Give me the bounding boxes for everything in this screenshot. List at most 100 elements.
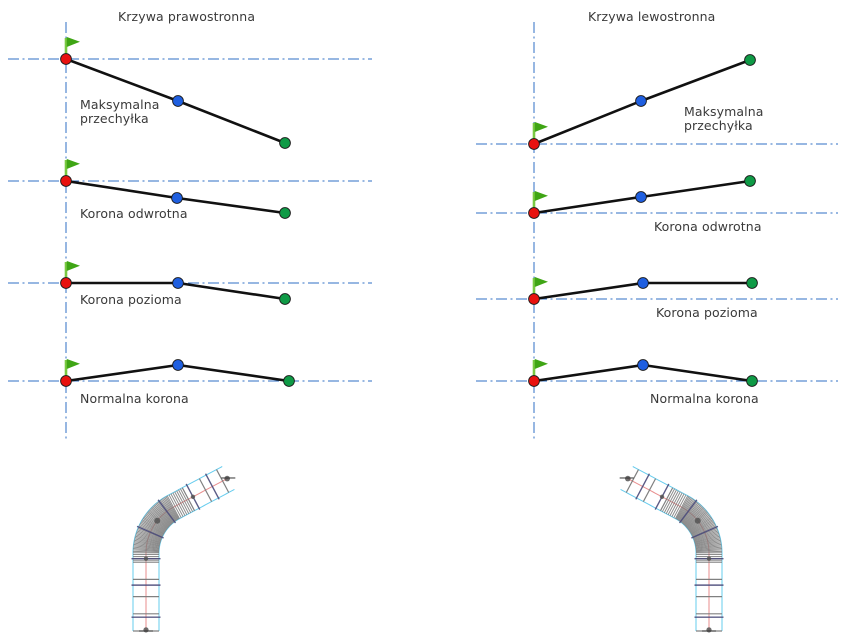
track-plan-track-plan-right <box>131 466 236 633</box>
plan-sleeper-tick <box>684 507 704 527</box>
plan-control-point[interactable] <box>143 627 149 633</box>
plan-sleeper-tick <box>688 515 711 532</box>
plan-sleeper-tick <box>671 493 685 517</box>
plan-sleeper-tick <box>172 492 186 516</box>
plan-sleeper-tick <box>163 497 178 521</box>
plan-sleeper-tick <box>694 533 720 542</box>
flag-marker <box>64 159 80 181</box>
plan-sleeper-tick <box>694 537 721 545</box>
plan-sleeper-tick <box>159 499 176 522</box>
profile-node-mid[interactable] <box>635 191 647 203</box>
profile-node-mid[interactable] <box>172 277 184 289</box>
plan-sleeper-tick <box>695 539 721 546</box>
plan-control-point[interactable] <box>154 517 161 524</box>
plan-control-point[interactable] <box>143 556 149 561</box>
profile-node-mid[interactable] <box>637 277 649 289</box>
plan-sleeper-tick <box>685 509 706 528</box>
profile-node-end[interactable] <box>744 175 756 187</box>
profile-node-mid[interactable] <box>172 95 184 107</box>
plan-control-point[interactable] <box>706 556 712 561</box>
profile-node-end[interactable] <box>279 293 291 305</box>
plan-sleeper-tick <box>179 488 194 512</box>
plan-sleeper-tick <box>136 530 162 541</box>
plan-sleeper-tick <box>681 502 699 524</box>
plan-sleeper-tick <box>143 516 166 532</box>
profile-node-mid[interactable] <box>172 359 184 371</box>
profile-node-start[interactable] <box>60 277 72 289</box>
profile-node-end[interactable] <box>283 375 295 387</box>
profile-node-start[interactable] <box>528 293 540 305</box>
plan-control-point[interactable] <box>224 475 230 482</box>
flag-pennant <box>66 37 80 48</box>
profile-node-start[interactable] <box>528 138 540 150</box>
profile-node-end[interactable] <box>746 277 758 289</box>
row-label-left-hand-curve-normal-crown: Normalna korona <box>650 391 759 406</box>
profile-row-right-hand-curve-normal-crown <box>8 359 372 387</box>
plan-sleeper-tick <box>158 500 176 523</box>
plan-sleeper-tick <box>135 535 161 544</box>
cant-profile-line <box>532 179 752 215</box>
profile-node-end[interactable] <box>744 54 756 66</box>
plan-sleeper-tick <box>140 522 164 536</box>
plan-sleeper-tick <box>154 504 173 525</box>
plan-sleeper-tick <box>692 525 717 538</box>
plan-sleeper-tick <box>162 498 178 521</box>
plan-sleeper-tick <box>685 508 705 527</box>
profile-node-start[interactable] <box>60 375 72 387</box>
plan-sleeper-tick <box>667 491 681 515</box>
flag-pennant <box>66 261 80 272</box>
plan-sleeper-tick <box>138 525 163 538</box>
profile-node-mid[interactable] <box>171 192 183 204</box>
profile-row-right-hand-curve-max-cant <box>8 37 372 149</box>
profile-node-start[interactable] <box>528 375 540 387</box>
profile-node-mid[interactable] <box>635 95 647 107</box>
track-plan-track-plan-left <box>619 466 724 633</box>
profile-node-end[interactable] <box>279 207 291 219</box>
profile-node-start[interactable] <box>60 175 72 187</box>
plan-control-point[interactable] <box>694 517 701 524</box>
plan-control-point[interactable] <box>706 627 712 633</box>
plan-chainage-bar <box>678 499 698 524</box>
plan-sleeper-tick <box>659 487 674 511</box>
profile-node-end[interactable] <box>746 375 758 387</box>
plan-sleeper-tick <box>145 513 168 530</box>
plan-sleeper-tick <box>683 505 702 525</box>
plan-control-point[interactable] <box>625 475 631 482</box>
plan-sleeper-tick <box>676 496 691 520</box>
plan-control-point[interactable] <box>659 494 665 499</box>
plan-gauge-rail <box>132 466 223 631</box>
plan-sleeper-tick <box>695 546 722 550</box>
plan-sleeper-tick <box>133 546 160 550</box>
plan-sleeper-tick <box>166 495 180 519</box>
plan-sleeper-tick <box>695 543 722 549</box>
profile-node-start[interactable] <box>60 53 72 65</box>
plan-sleeper-tick <box>134 537 161 545</box>
plan-sleeper-tick <box>142 519 165 534</box>
profile-node-mid[interactable] <box>637 359 649 371</box>
plan-sleeper-tick <box>178 489 192 513</box>
profile-node-end[interactable] <box>279 137 291 149</box>
plan-sleeper-tick <box>133 550 160 553</box>
plan-sleeper-tick <box>673 494 687 518</box>
plan-chainage-bar <box>157 499 177 524</box>
plan-sleeper-tick <box>695 545 722 550</box>
plan-control-point[interactable] <box>190 494 196 499</box>
panel-title-right-hand-curve: Krzywa prawostronna <box>118 9 256 24</box>
plan-sleeper-tick <box>692 527 718 539</box>
plan-chainage-bar <box>654 483 670 510</box>
row-label-right-hand-curve-normal-crown: Normalna korona <box>80 391 189 406</box>
plan-sleeper-tick <box>625 469 640 493</box>
plan-sleeper-tick <box>689 516 712 532</box>
flag-marker <box>532 122 548 144</box>
profile-row-right-hand-curve-reverse-crown <box>8 159 372 219</box>
plan-sleeper-tick <box>150 508 170 527</box>
profile-row-left-hand-curve-normal-crown <box>476 359 838 387</box>
plan-sleeper-tick <box>133 542 160 548</box>
plan-sleeper-tick <box>151 507 171 527</box>
plan-sleeper-tick <box>693 529 718 540</box>
plan-gauge-rail <box>158 489 235 631</box>
profile-node-start[interactable] <box>528 207 540 219</box>
plan-sleeper-tick <box>694 534 720 543</box>
flag-marker <box>64 37 80 59</box>
plan-sleeper-tick <box>689 517 713 533</box>
